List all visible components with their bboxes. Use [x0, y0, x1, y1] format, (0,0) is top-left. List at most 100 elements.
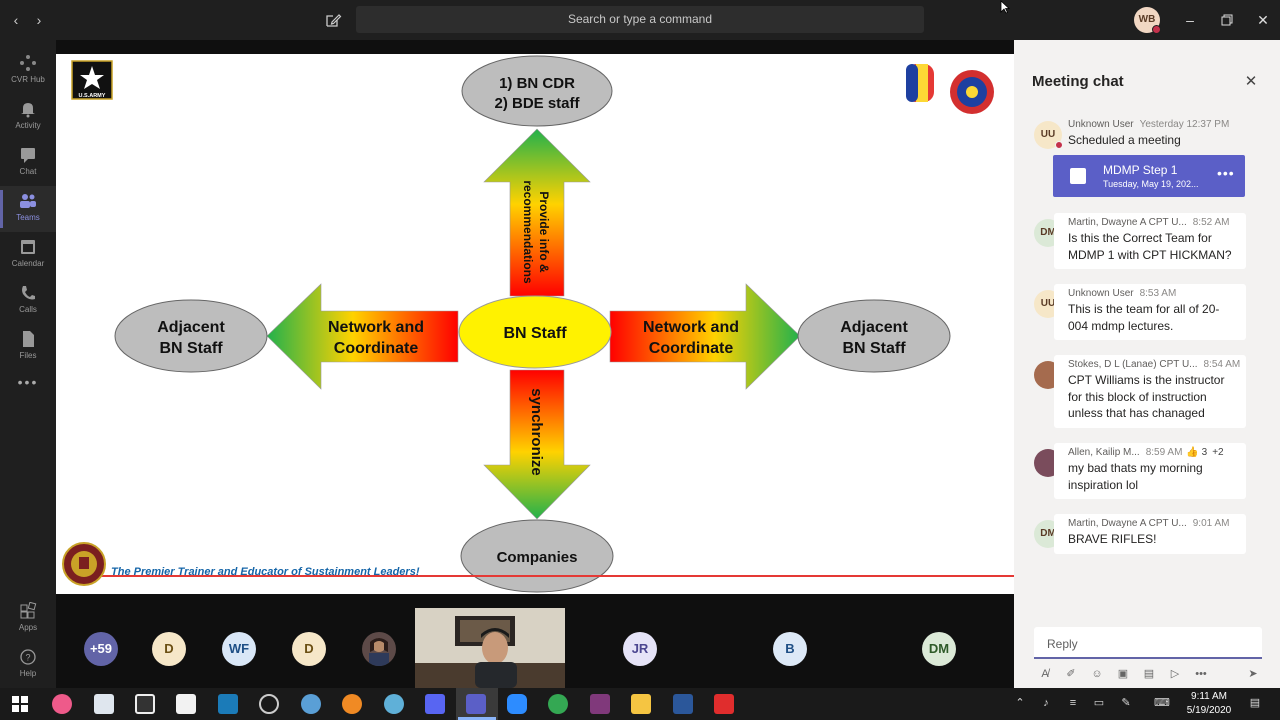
right-arrow-line-2: Coordinate: [649, 340, 734, 357]
user-initials: WB: [1138, 14, 1156, 25]
reaction-count[interactable]: 👍 3: [1186, 447, 1208, 458]
chat-icon: [21, 148, 35, 163]
zoom-icon[interactable]: [507, 694, 527, 714]
rail-item-chat[interactable]: Chat: [0, 140, 56, 186]
obs-icon[interactable]: [259, 694, 279, 714]
emoji-icon[interactable]: ☺: [1091, 668, 1103, 680]
rail-label: Help: [19, 669, 37, 678]
app-icon[interactable]: [94, 694, 114, 714]
reply-input[interactable]: Reply: [1034, 627, 1262, 659]
army-logo-text: U.S.ARMY: [79, 93, 106, 99]
minimize-icon[interactable]: –: [1186, 12, 1194, 28]
rail-item-help[interactable]: ? Help: [0, 642, 56, 688]
new-chat-icon[interactable]: [322, 9, 344, 31]
message-text: This is the team for all of 20-004 mdmp …: [1068, 302, 1220, 333]
rail-label: Apps: [18, 623, 38, 632]
down-arrow: [483, 369, 591, 520]
more-options-icon[interactable]: •••: [1195, 668, 1207, 680]
message-bubble: Martin, Dwayne A CPT U...9:01 AM BRAVE R…: [1054, 514, 1246, 554]
attach-icon[interactable]: ✐: [1066, 668, 1076, 680]
participant-initials: D: [164, 641, 174, 656]
participant-avatar[interactable]: B: [773, 632, 807, 666]
avatar-initials: UU: [1040, 129, 1056, 140]
participant-avatar[interactable]: WF: [222, 632, 256, 666]
forward-arrow-icon[interactable]: ›: [36, 12, 42, 28]
rail-item-calls[interactable]: Calls: [0, 278, 56, 324]
volume-icon[interactable]: ♪: [1043, 697, 1049, 709]
battery-icon[interactable]: ▭: [1093, 697, 1105, 709]
command-search-input[interactable]: Search or type a command: [356, 6, 924, 33]
participant-avatar[interactable]: JR: [623, 632, 657, 666]
send-icon[interactable]: ➤: [1248, 668, 1258, 680]
chrome-icon[interactable]: [548, 694, 568, 714]
windows-start-icon[interactable]: [12, 696, 28, 712]
rail-item-apps[interactable]: Apps: [0, 596, 56, 642]
us-army-logo: U.S.ARMY: [71, 60, 113, 100]
more-apps-icon[interactable]: •••: [17, 374, 39, 390]
participant-initials: DM: [928, 641, 950, 656]
acrobat-icon[interactable]: [714, 694, 734, 714]
up-arrow: [483, 128, 591, 297]
blender-icon[interactable]: [342, 694, 362, 714]
word-icon[interactable]: [673, 694, 693, 714]
teams-app-icon[interactable]: [466, 694, 486, 714]
left-node-line-1: Adjacent: [157, 319, 225, 336]
message-text: BRAVE RIFLES!: [1068, 532, 1157, 546]
participant-avatar[interactable]: D: [292, 632, 326, 666]
show-hidden-icons-icon[interactable]: ⌃: [1015, 697, 1025, 709]
participant-avatar[interactable]: D: [152, 632, 186, 666]
rail-item-calendar[interactable]: Calendar: [0, 232, 56, 278]
notifications-icon[interactable]: ▤: [1249, 697, 1261, 709]
network-icon[interactable]: ≡: [1069, 697, 1077, 709]
app-icon[interactable]: [301, 694, 321, 714]
user-avatar[interactable]: WB: [1134, 7, 1161, 34]
overflow-participants-button[interactable]: +59: [84, 632, 118, 666]
pen-icon[interactable]: ✎: [1121, 697, 1131, 709]
more-reactions[interactable]: +2: [1212, 447, 1224, 458]
sticker-icon[interactable]: ▤: [1143, 668, 1155, 680]
back-arrow-icon[interactable]: ‹: [13, 12, 19, 28]
center-node-ellipse: [458, 295, 612, 369]
participant-photo-avatar[interactable]: [362, 632, 396, 666]
meet-now-icon[interactable]: ▷: [1170, 668, 1180, 680]
restore-icon[interactable]: [1215, 8, 1239, 32]
discord-icon[interactable]: [425, 694, 445, 714]
notepad-icon[interactable]: [176, 694, 196, 714]
compose-toolbar: A̸ ✐ ☺ ▣ ▤ ▷ ••• ➤: [1034, 664, 1262, 684]
app-icon[interactable]: [218, 694, 238, 714]
rail-item-activity[interactable]: Activity: [0, 94, 56, 140]
keyboard-icon[interactable]: ⌨: [1154, 697, 1170, 709]
close-chat-icon[interactable]: ✕: [1244, 73, 1258, 90]
more-options-icon[interactable]: •••: [1217, 165, 1235, 181]
taskbar-clock[interactable]: 9:11 AM 5/19/2020: [1183, 690, 1235, 718]
help-icon: ?: [20, 649, 36, 665]
message-time: 8:54 AM: [1203, 359, 1241, 370]
message-text: CPT Williams is the instructor for this …: [1068, 373, 1225, 420]
left-node-ellipse: [114, 299, 268, 373]
app-icon[interactable]: [135, 694, 155, 714]
participant-initials: +59: [89, 641, 113, 656]
right-node-line-2: BN Staff: [842, 340, 906, 357]
file-icon: [23, 331, 34, 347]
rail-item-cvr-hub[interactable]: CVR Hub: [0, 48, 56, 94]
file-explorer-icon[interactable]: [631, 694, 651, 714]
svg-text:?: ?: [25, 653, 30, 663]
slide-tagline: The Premier Trainer and Educator of Sust…: [111, 566, 420, 578]
rail-label: Calls: [19, 305, 37, 314]
message-author: Stokes, D L (Lanae) CPT U...: [1068, 359, 1198, 370]
onenote-icon[interactable]: [590, 694, 610, 714]
participant-avatar[interactable]: DM: [922, 632, 956, 666]
itunes-icon[interactable]: [52, 694, 72, 714]
format-icon[interactable]: A̸: [1041, 668, 1049, 680]
rail-item-teams[interactable]: Teams: [0, 186, 56, 232]
left-arrow-line-1: Network and: [328, 319, 424, 336]
meeting-card[interactable]: MDMP Step 1 Tuesday, May 19, 202... •••: [1053, 155, 1245, 197]
participant-initials: JR: [631, 641, 649, 656]
rail-item-files[interactable]: Files: [0, 324, 56, 370]
app-icon[interactable]: [384, 694, 404, 714]
close-window-icon[interactable]: ✕: [1257, 12, 1269, 28]
gif-icon[interactable]: ▣: [1117, 668, 1129, 680]
participant-video-feed[interactable]: [415, 608, 565, 688]
